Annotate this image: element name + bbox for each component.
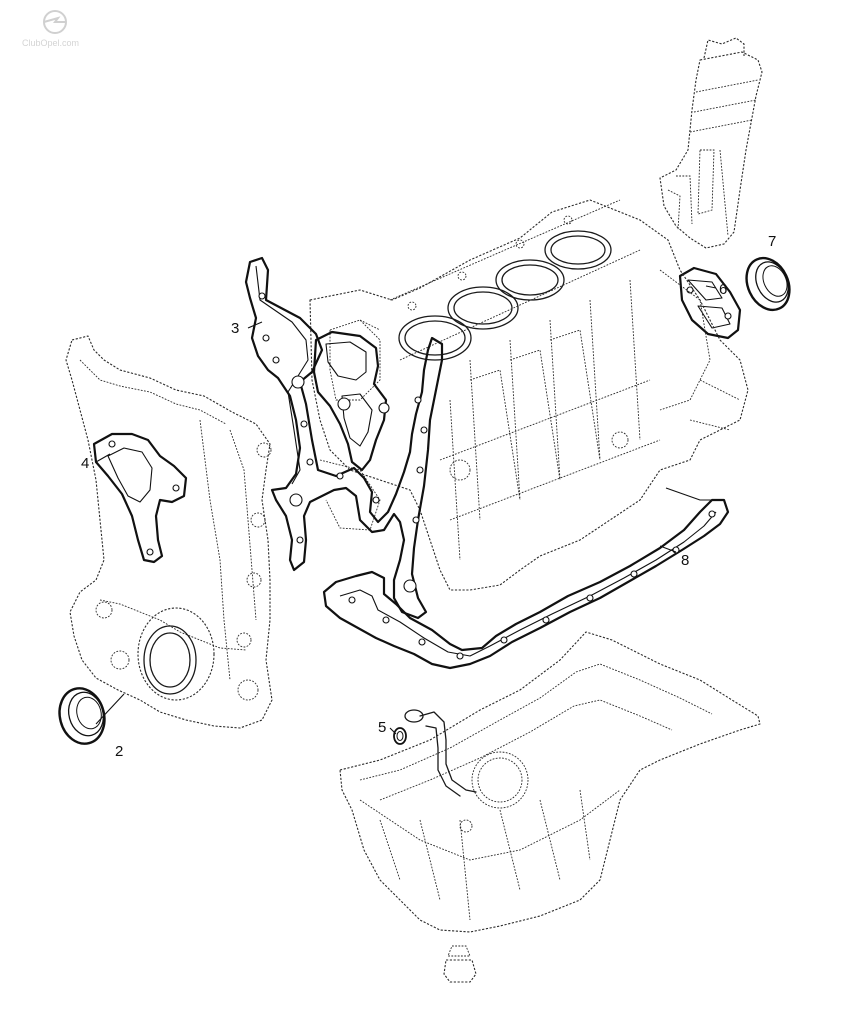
callout-6: 6: [719, 281, 727, 298]
leader-5: [389, 727, 397, 735]
oil-seal-ring-7: [745, 256, 791, 312]
leader-2: [95, 693, 125, 725]
leader-3: [247, 321, 263, 329]
engine-block: [309, 199, 749, 591]
front-timing-cover: [65, 335, 273, 729]
leader-8: [659, 545, 677, 553]
callout-5: 5: [378, 719, 386, 736]
opel-logo-icon: [43, 10, 67, 34]
oil-pan-gasket: [322, 487, 730, 670]
leader-lines: [95, 285, 717, 735]
cylinder-bores: [398, 230, 612, 361]
leader-4: [95, 453, 111, 463]
oil-pan: [339, 631, 761, 983]
oil-filter-housing: [659, 37, 763, 249]
callout-8: 8: [681, 552, 689, 569]
front-cover-gasket: [244, 256, 444, 620]
watermark: ClubOpel.com: [22, 10, 79, 48]
callout-4: 4: [81, 455, 89, 472]
oil-filter-housing-gasket: [678, 266, 742, 340]
water-pump-gasket: [92, 432, 188, 564]
watermark-text: ClubOpel.com: [22, 38, 79, 48]
callout-7: 7: [768, 233, 776, 250]
callout-labels: 2 3 4 5 6 7 8: [81, 233, 776, 760]
leader-6: [705, 285, 717, 289]
callout-2: 2: [115, 743, 123, 760]
crankshaft-oil-seal: [58, 687, 106, 745]
pickup-o-ring: [393, 727, 407, 745]
callout-3: 3: [231, 320, 239, 337]
